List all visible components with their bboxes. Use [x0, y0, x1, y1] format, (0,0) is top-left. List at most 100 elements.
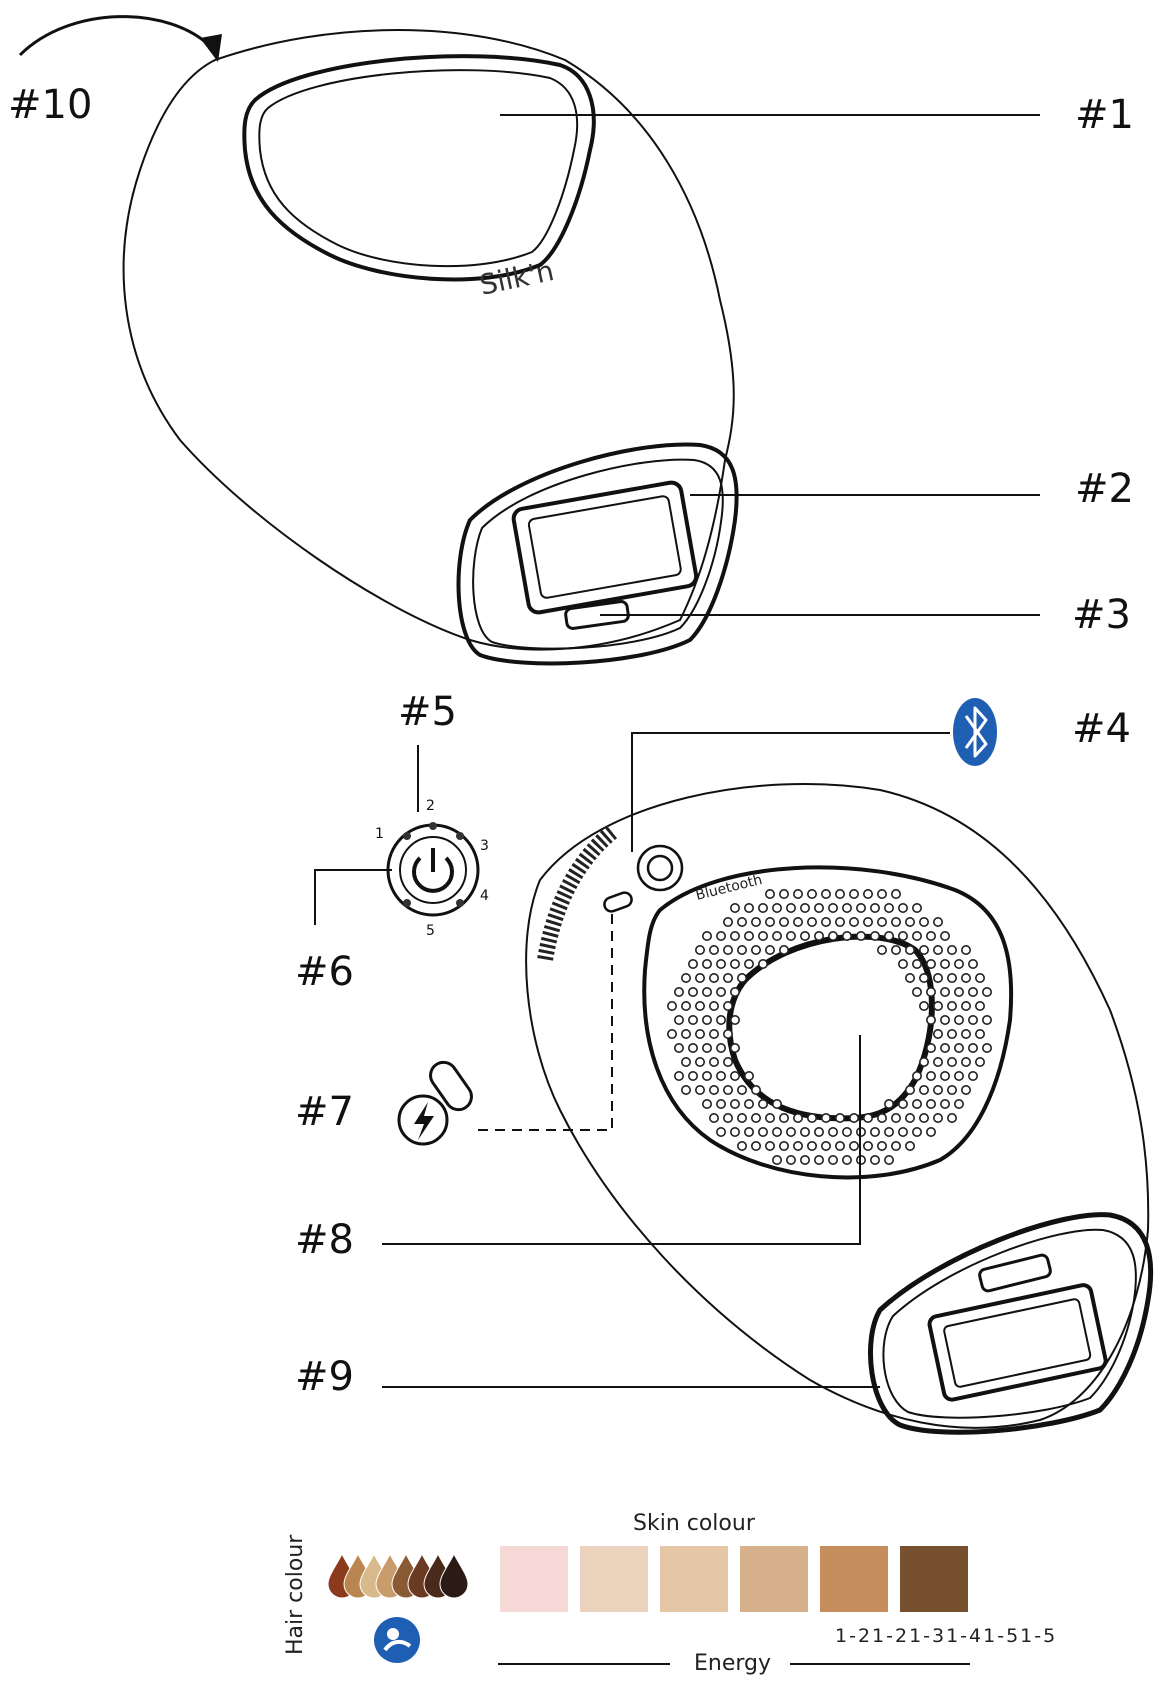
perforation-dot [750, 916, 761, 927]
perforation-dot [841, 902, 852, 913]
perforation-dot [939, 930, 950, 941]
level-label-5: 5 [426, 923, 435, 939]
perforation-dot [743, 902, 754, 913]
perforation-dot [869, 1155, 880, 1166]
perforation-dot [855, 902, 866, 913]
perforation-dot [757, 958, 768, 969]
perforation-dot [904, 1141, 915, 1152]
perforation-dot [960, 1029, 971, 1040]
perforation-dot [946, 1113, 957, 1124]
perforation-dot [722, 1085, 733, 1096]
perforation-dot [918, 916, 929, 927]
perforation-dot [687, 1043, 698, 1054]
perforation-dot [890, 916, 901, 927]
perforation-dot [897, 1099, 908, 1110]
perforation-dot [911, 958, 922, 969]
perforation-dot [687, 986, 698, 997]
bottom-device [525, 783, 1154, 1435]
perforation-dot [904, 972, 915, 983]
perforation-dot [967, 1014, 978, 1025]
perforation-dot [701, 1099, 712, 1110]
perforation-dot [925, 1127, 936, 1138]
perforation-dot [736, 944, 747, 955]
leader-line-4 [631, 732, 950, 852]
perforation-dot [694, 1000, 705, 1011]
top-device-body [122, 29, 735, 651]
perforation-dot [778, 1113, 789, 1124]
perforation-dot [876, 1141, 887, 1152]
perforation-dot [925, 1014, 936, 1025]
perforation-dot [918, 972, 929, 983]
perforation-dot [939, 1043, 950, 1054]
perforation-dot [981, 1043, 992, 1054]
perforation-dot [904, 1085, 915, 1096]
skin-swatch-4 [740, 1546, 808, 1612]
bottom-device-textured-edge [537, 825, 618, 962]
perforation-dot [967, 1071, 978, 1082]
perforation-dot [715, 930, 726, 941]
perforation-dot [736, 1085, 747, 1096]
perforation-dot [708, 1029, 719, 1040]
perforation-dot [960, 972, 971, 983]
power-icon [412, 848, 454, 893]
perforation-dot [666, 1029, 677, 1040]
perforation-dot [708, 972, 719, 983]
perforation-dot [911, 1099, 922, 1110]
device-head-front [456, 442, 739, 666]
perforation-dot [708, 944, 719, 955]
perforation-dot [932, 1057, 943, 1068]
perforation-dot [932, 916, 943, 927]
perforation-dot [946, 944, 957, 955]
perforation-dot [925, 1043, 936, 1054]
perforation-dot [946, 972, 957, 983]
perforation-dot [890, 1141, 901, 1152]
rotate-arrow [18, 15, 222, 62]
perforation-dot [841, 1127, 852, 1138]
perforation-dot [694, 1029, 705, 1040]
perforation-dot [743, 1127, 754, 1138]
perforation-dot [729, 1071, 740, 1082]
flash-button-detail: #7 [295, 910, 613, 1146]
perforation-dot [701, 986, 712, 997]
perforation-dot [694, 972, 705, 983]
perforation-dot [848, 1141, 859, 1152]
perforation-dot [750, 1085, 761, 1096]
flash-icon [414, 1102, 434, 1140]
perforation-dot [841, 1155, 852, 1166]
perforation-dot [736, 916, 747, 927]
perforation-dot [911, 1127, 922, 1138]
perforation-dot [974, 1057, 985, 1068]
perforation-dot [967, 958, 978, 969]
perforation-dot [729, 902, 740, 913]
perforation-dot [757, 902, 768, 913]
perforation-dot [729, 958, 740, 969]
perforation-dot [687, 1014, 698, 1025]
perforation-dot [897, 930, 908, 941]
perforation-dot [666, 1000, 677, 1011]
perforation-dot [764, 1141, 775, 1152]
perforation-dot [708, 1085, 719, 1096]
perforation-dot [708, 1000, 719, 1011]
level-label-4: 4 [480, 888, 489, 904]
callout-9: #9 [295, 1354, 354, 1400]
perforation-dot [974, 1000, 985, 1011]
perforation-dot [778, 1141, 789, 1152]
callout-6: #6 [295, 949, 354, 995]
perforation-dot [715, 1071, 726, 1082]
perforation-dot [974, 972, 985, 983]
perforation-dot [722, 916, 733, 927]
perforation-dot [792, 916, 803, 927]
perforation-dot [869, 902, 880, 913]
device-head-rear-inner [882, 1228, 1137, 1419]
perforation-dot [708, 1113, 719, 1124]
level-label-2: 2 [426, 798, 435, 814]
perforation-dot [673, 1071, 684, 1082]
perforation-dot [722, 1057, 733, 1068]
perforation-dot [911, 902, 922, 913]
perforation-dot [799, 902, 810, 913]
perforation-dot [897, 1127, 908, 1138]
perforation-dot [778, 944, 789, 955]
perforation-dot [883, 1099, 894, 1110]
perforation-dot [890, 944, 901, 955]
perforation-dot [869, 1127, 880, 1138]
